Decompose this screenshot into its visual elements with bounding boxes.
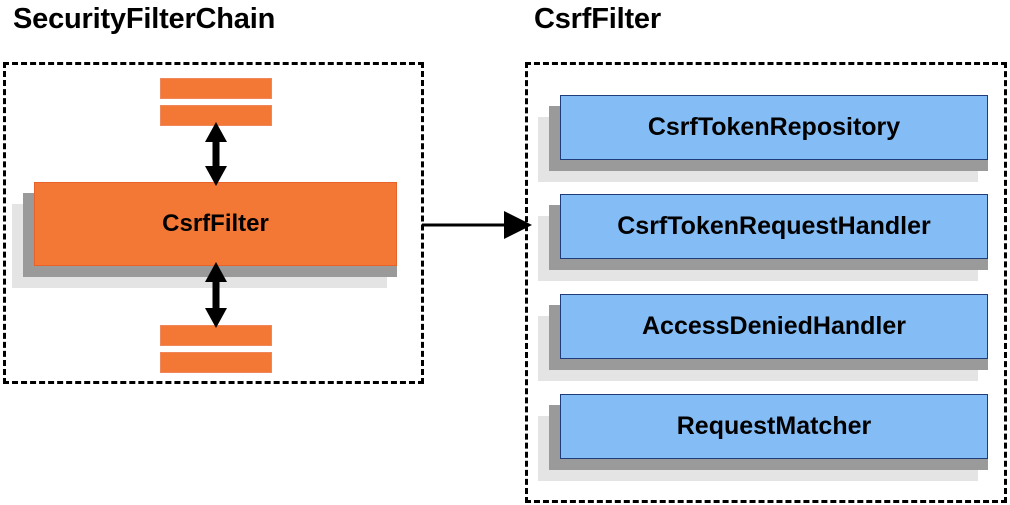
- collaborator-requestmatcher[interactable]: RequestMatcher: [538, 394, 988, 481]
- filter-box-csrffilter[interactable]: CsrfFilter: [12, 182, 397, 288]
- double-arrow-icon-bottom: [205, 262, 227, 328]
- collaborator-label: CsrfTokenRequestHandler: [617, 212, 931, 240]
- filter-strip-bottom-2[interactable]: [160, 352, 272, 373]
- collaborator-label: AccessDeniedHandler: [641, 312, 906, 340]
- collaborator-face: CsrfTokenRepository: [560, 95, 988, 160]
- panel-csrffilter: [525, 62, 1007, 503]
- collaborator-face: RequestMatcher: [560, 394, 988, 459]
- collaborator-label: CsrfTokenRepository: [647, 113, 901, 141]
- arrow-right-icon-link: [422, 211, 532, 239]
- filter-strip-top-1[interactable]: [160, 78, 272, 99]
- collaborator-csrftokenrequesthandler[interactable]: CsrfTokenRequestHandler: [538, 194, 988, 281]
- filter-strip-bottom-1[interactable]: [160, 325, 272, 346]
- panel-securityfilterchain: [3, 62, 424, 384]
- panel-title-csrffilter: CsrfFilter: [534, 3, 661, 35]
- collaborator-accessdeniedhandler[interactable]: AccessDeniedHandler: [538, 294, 988, 381]
- filter-box-face: CsrfFilter: [34, 182, 397, 266]
- filter-box-label: CsrfFilter: [162, 210, 269, 237]
- collaborator-face: CsrfTokenRequestHandler: [560, 194, 988, 259]
- collaborator-label: RequestMatcher: [676, 412, 872, 440]
- panel-title-securityfilterchain: SecurityFilterChain: [13, 3, 276, 35]
- double-arrow-icon-top: [205, 122, 227, 186]
- collaborator-csrftokenrepository[interactable]: CsrfTokenRepository: [538, 95, 988, 182]
- collaborator-face: AccessDeniedHandler: [560, 294, 988, 359]
